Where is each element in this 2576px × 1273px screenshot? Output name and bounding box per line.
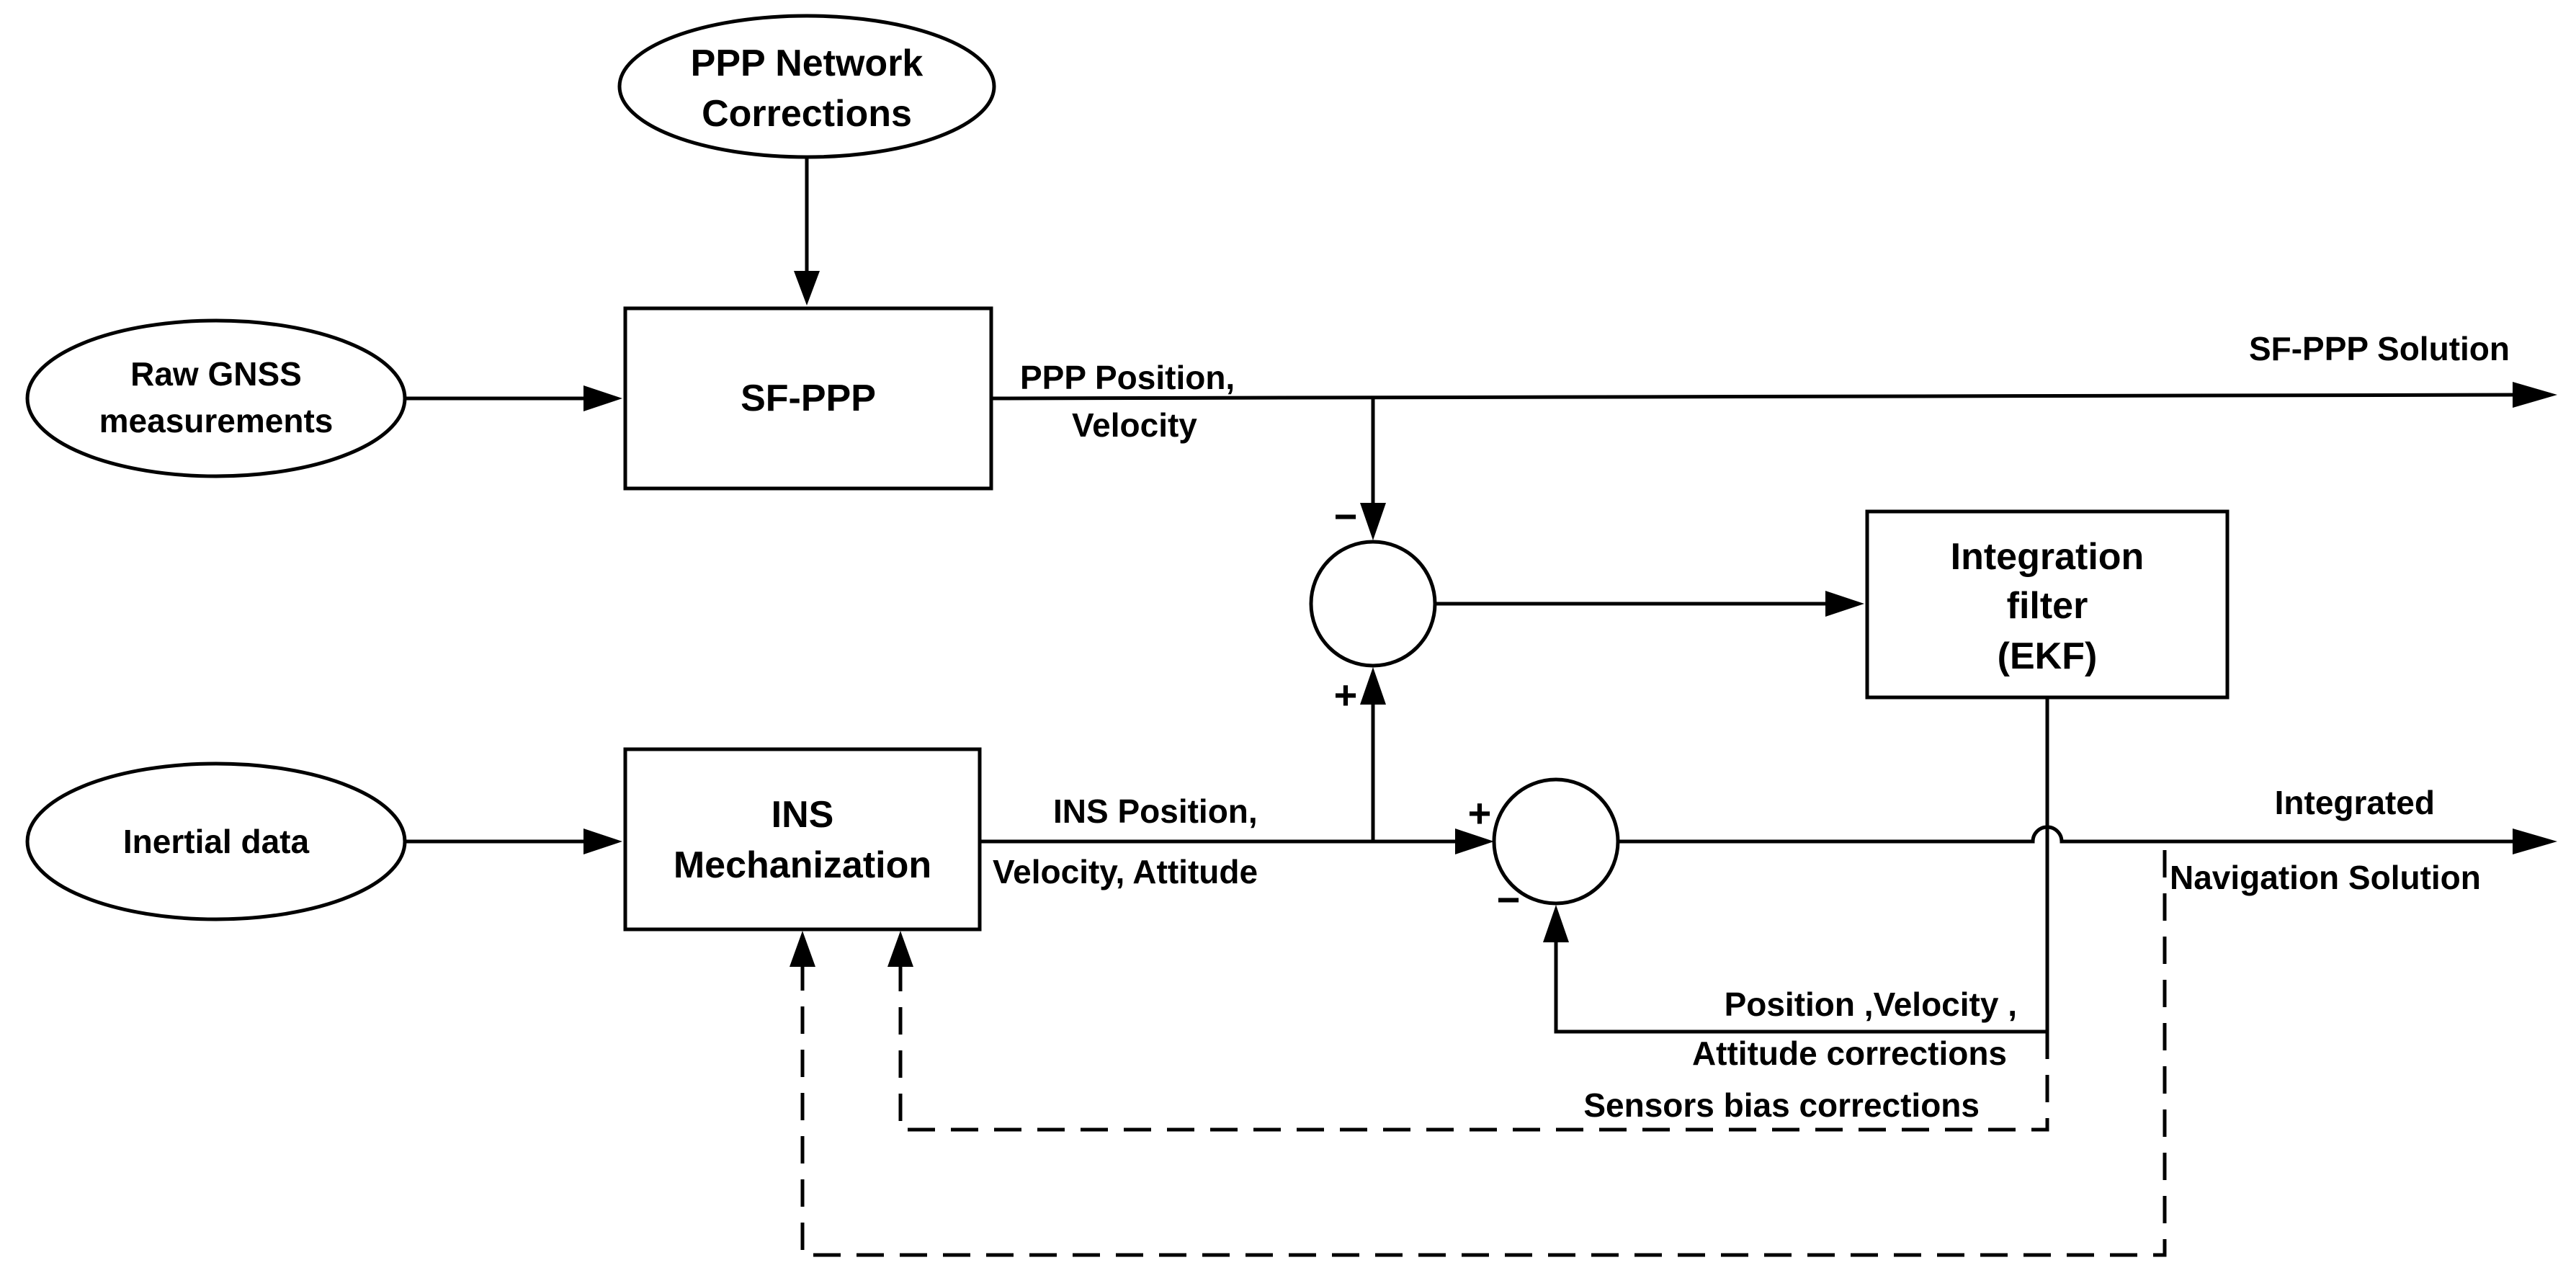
integration-filter-label-line3: (EKF) [1998,635,2098,677]
sf-ppp-block: SF-PPP [623,306,993,491]
ppp-network-label-line1: PPP Network [691,43,923,84]
lower-junction-minus-sign: − [1497,877,1521,922]
arrow-upper-junction-to-filter [1435,591,1864,617]
ppp-network-label-line2: Corrections [702,93,912,135]
sf-ppp-solution-label: SF-PPP Solution [2249,330,2510,367]
ins-mechanization-block: INS Mechanization [623,747,982,932]
arrow-navigation-solution-feedback [790,850,2167,1257]
arrow-ins-to-upper-junction [1360,667,1386,841]
upper-junction-plus-sign: + [1334,672,1358,718]
arrow-ppp-network-to-sf-ppp [794,157,820,305]
ins-mech-label-line1: INS [772,794,834,836]
upper-summing-junction [1309,540,1437,668]
pva-corrections-label-line1: Position ,Velocity , [1725,986,2017,1023]
ppp-output-label-line1: PPP Position, [1020,359,1235,396]
raw-gnss-measurements-node: Raw GNSS measurements [25,318,407,478]
arrow-integrated-navigation-solution [1618,825,2557,854]
raw-gnss-label-line2: measurements [99,402,334,439]
arrow-sensor-bias-feedback [887,931,2049,1132]
ins-output-label-line2: Velocity, Attitude [993,853,1258,890]
ppp-network-corrections-node: PPP Network Corrections [617,14,996,159]
inertial-data-node: Inertial data [25,761,407,921]
raw-gnss-label-line1: Raw GNSS [130,355,302,393]
upper-junction-minus-sign: − [1334,493,1358,539]
arrow-pva-corrections-to-lower-junction [1543,697,2049,1034]
ins-mech-label-line2: Mechanization [674,844,931,886]
sf-ppp-label: SF-PPP [741,378,876,419]
ppp-output-label-line2: Velocity [1072,406,1197,444]
integration-filter-label-line1: Integration [1951,536,2145,578]
ins-output-label-line1: INS Position, [1053,792,1258,830]
integrated-label-line1: Integrated [2275,784,2435,821]
arrow-sf-ppp-solution [990,382,2557,408]
arrow-ins-to-lower-junction [980,828,1494,854]
integration-filter-label-line2: filter [2007,585,2088,627]
sensor-bias-label: Sensors bias corrections [1583,1086,1980,1124]
integrated-label-line2: Navigation Solution [2170,859,2481,896]
arrow-inertial-to-ins [405,828,622,854]
inertial-data-label: Inertial data [123,823,310,860]
arrow-ppp-to-upper-junction [1360,398,1386,540]
pva-corrections-label-line2: Attitude corrections [1692,1035,2007,1072]
lower-junction-plus-sign: + [1468,790,1492,836]
integration-filter-block: Integration filter (EKF) [1865,509,2230,700]
arrow-raw-gnss-to-sf-ppp [405,385,622,411]
